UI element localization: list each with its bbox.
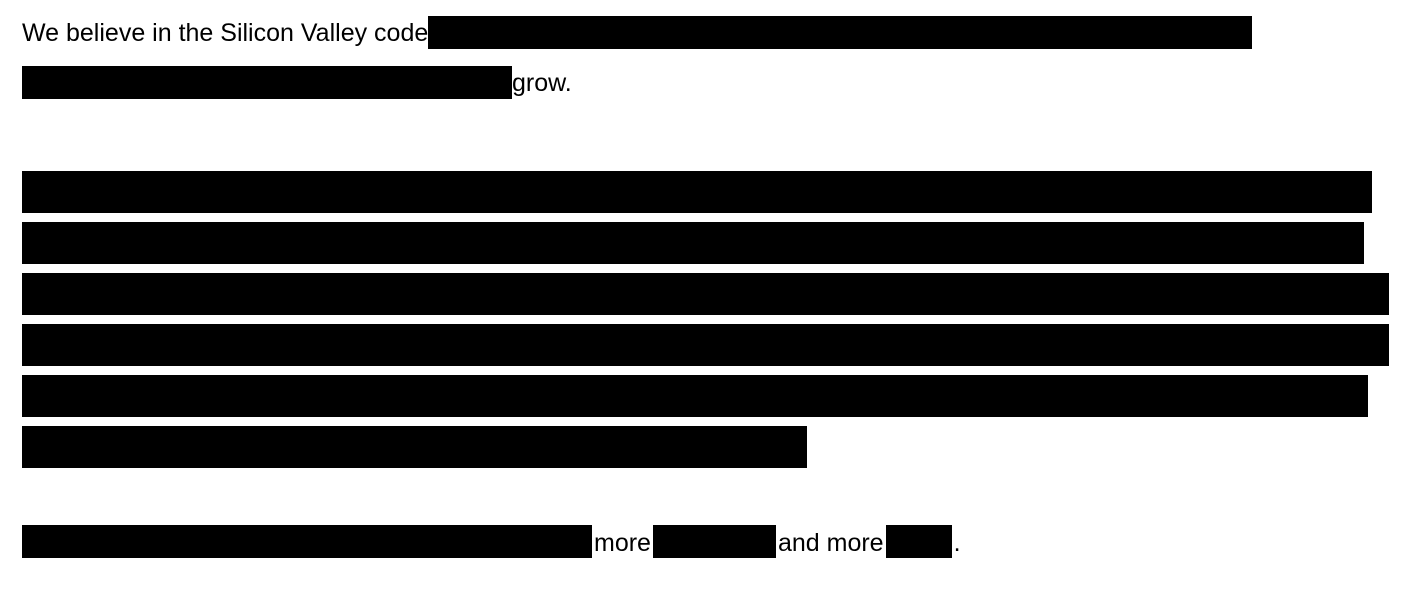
redaction-bar [22, 222, 1364, 264]
closing-text-period: . [953, 529, 961, 558]
paragraph-intro: We believe in the Silicon Valley code gr… [22, 16, 1253, 116]
redacted-paragraph-block [22, 171, 1389, 477]
redaction-bar [22, 66, 512, 99]
closing-text-more: more [594, 529, 651, 558]
redaction-bar [22, 525, 592, 558]
paragraph-intro-line-2: grow. [22, 66, 1252, 116]
redaction-bar [22, 426, 807, 468]
paragraph-closing: more and more. [22, 525, 963, 568]
redaction-bar [22, 324, 1389, 366]
redaction-bar [22, 273, 1389, 315]
redaction-bar [428, 16, 1253, 49]
intro-trailing-text: grow. [512, 69, 572, 98]
redaction-bar [22, 171, 1372, 213]
redaction-bar [885, 525, 952, 558]
paragraph-intro-line-1: We believe in the Silicon Valley code [22, 16, 1253, 66]
redaction-bar [22, 375, 1368, 417]
intro-visible-text: We believe in the Silicon Valley code [22, 19, 429, 48]
closing-text-and-more: and more [777, 529, 884, 558]
redaction-bar [652, 525, 776, 558]
